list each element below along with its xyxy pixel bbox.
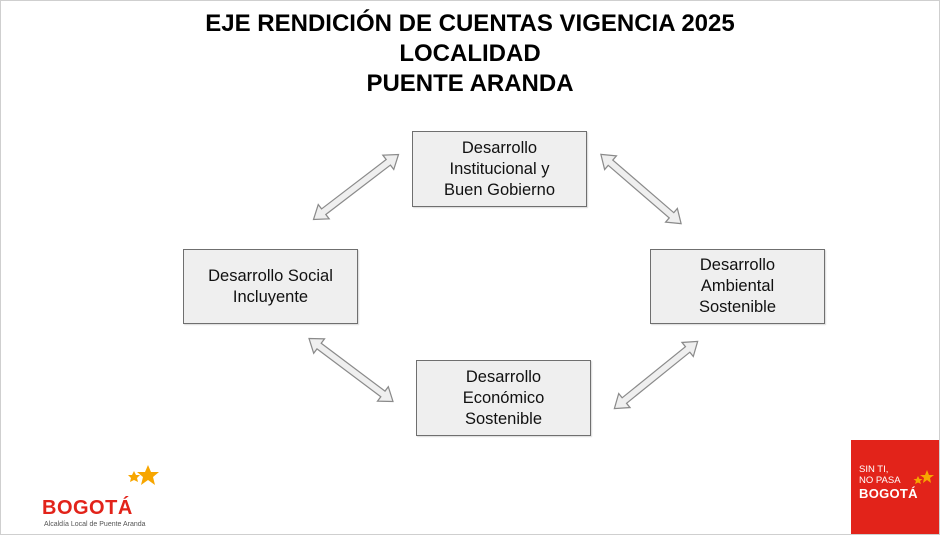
slogan-line-1: SIN TI,	[859, 464, 889, 475]
box-institutional-development: Desarrollo Institucional y Buen Gobierno	[412, 131, 587, 207]
bogota-wordmark: BOGOTÁ	[42, 497, 133, 519]
arrow-top-right	[594, 146, 688, 232]
box-economic-development: Desarrollo Económico Sostenible	[416, 360, 591, 436]
bogota-wordmark: BOGOTÁ	[859, 486, 918, 501]
slogan-line-2: NO PASA	[859, 475, 901, 486]
box-social-development: Desarrollo Social Incluyente	[183, 249, 358, 324]
box-label: Desarrollo Social Incluyente	[208, 266, 333, 306]
star-icon	[913, 470, 934, 484]
alcaldia-logo: BOGOTÁ Alcaldía Local de Puente Aranda	[4, 461, 201, 534]
title-line-2: LOCALIDAD	[399, 40, 541, 67]
arrow-top-left	[307, 146, 405, 228]
title-line-1: EJE RENDICIÓN DE CUENTAS VIGENCIA 2025	[205, 10, 735, 37]
box-label: Desarrollo Institucional y Buen Gobierno	[444, 138, 555, 199]
box-label: Desarrollo Económico Sostenible	[462, 367, 545, 428]
box-environmental-development: Desarrollo Ambiental Sostenible	[650, 249, 825, 324]
logo-subtitle: Alcaldía Local de Puente Aranda	[44, 521, 146, 528]
arrow-bottom-right	[608, 333, 704, 417]
arrow-bottom-left	[302, 330, 400, 410]
slide-title: EJE RENDICIÓN DE CUENTAS VIGENCIA 2025 L…	[1, 9, 939, 99]
star-icon	[128, 465, 159, 485]
sin-ti-no-pasa-logo: SIN TI, NO PASA BOGOTÁ	[851, 440, 939, 534]
title-line-3: PUENTE ARANDA	[366, 70, 574, 97]
box-label: Desarrollo Ambiental Sostenible	[698, 256, 777, 316]
